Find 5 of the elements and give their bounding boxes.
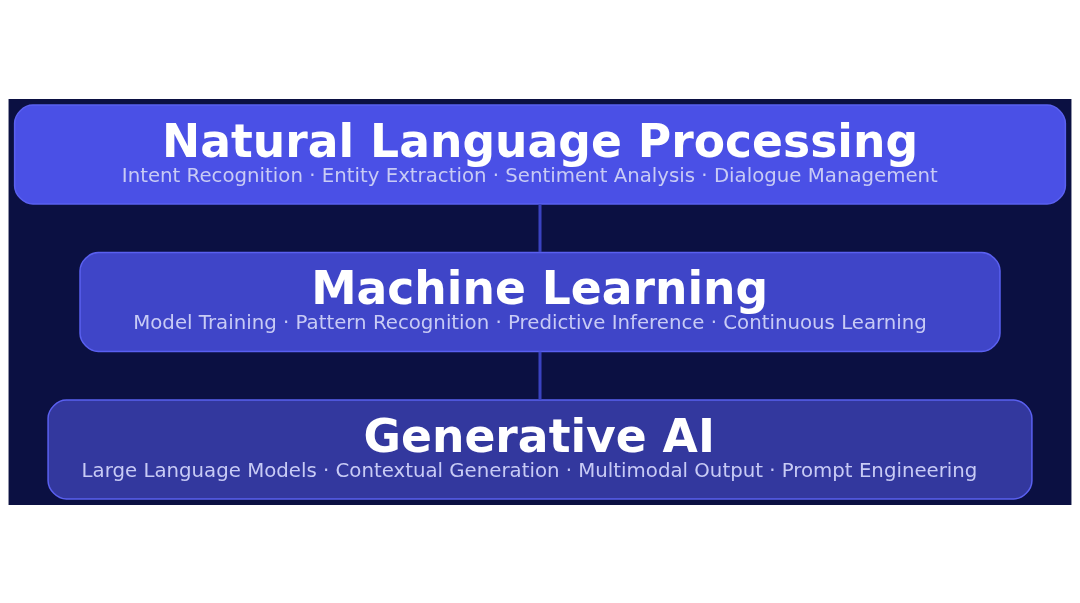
- node-box: Generative AI Large Language Models · Contextual Generation · Multimodal Output · Prompt Engineering: [47, 398, 1033, 500]
- connector: [538, 351, 542, 400]
- node-box: Machine Learning Model Training · Pattern Recognition · Predictive Inference · Continuous Learning: [79, 251, 1001, 352]
- node-box: Natural Language Processing Intent Recognition · Entity Extraction · Sentiment Analysis · Dialogue Management: [13, 103, 1067, 205]
- connector: [538, 203, 542, 252]
